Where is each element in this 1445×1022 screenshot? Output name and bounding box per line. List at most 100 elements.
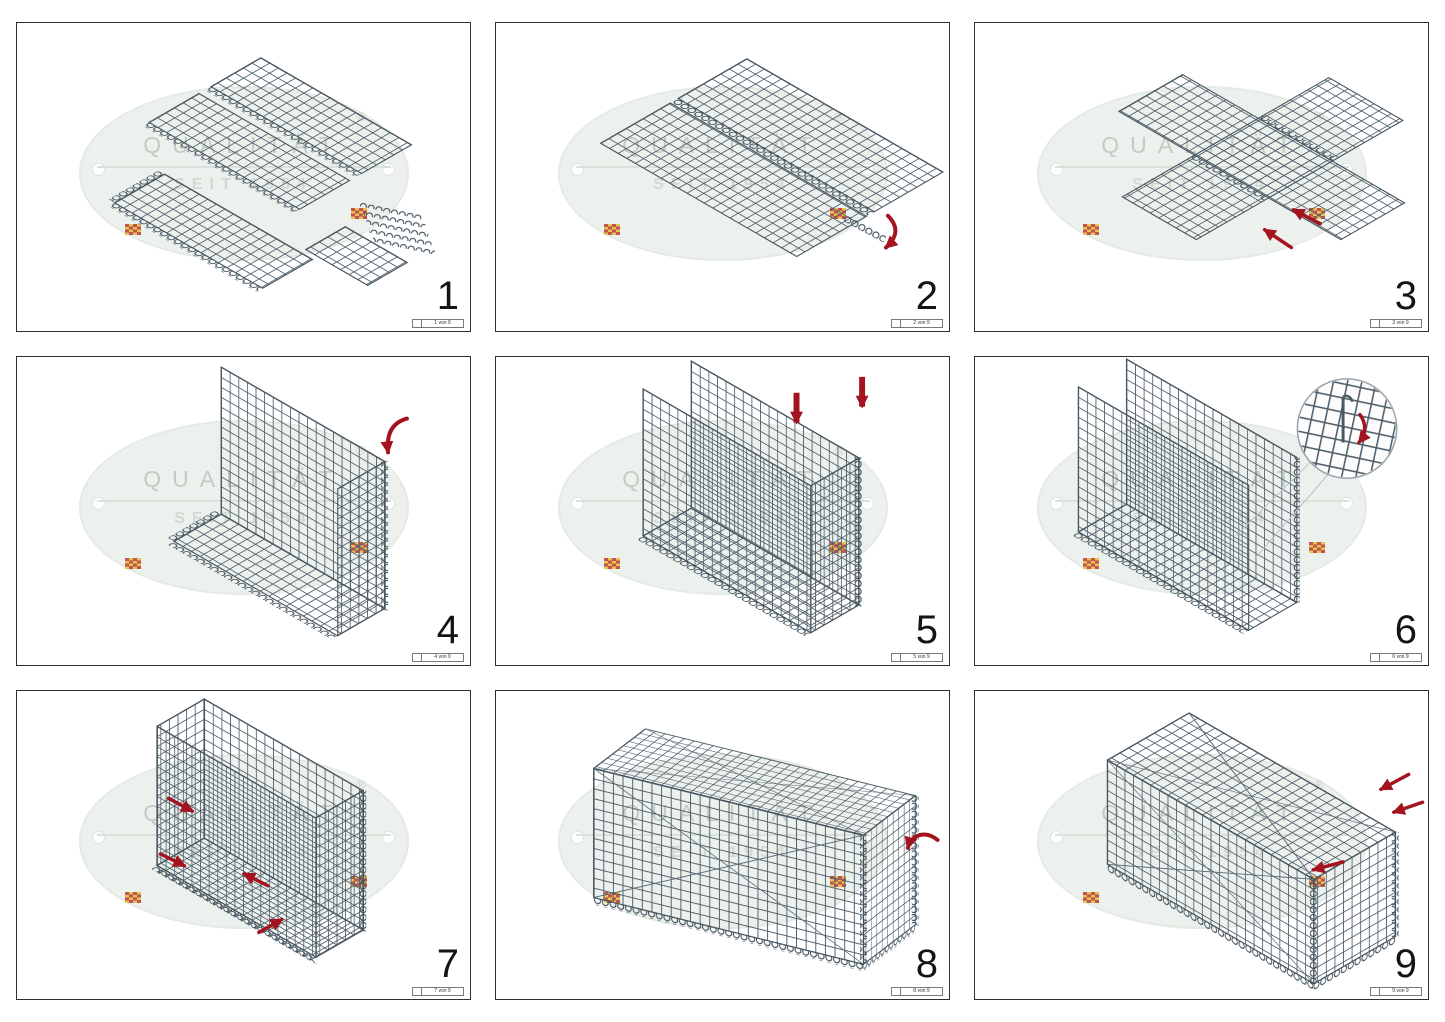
- step-number: 3: [1394, 274, 1417, 318]
- red-arrow-icon: [1311, 860, 1345, 874]
- red-arrow-icon: [166, 796, 195, 813]
- step-number: 8: [915, 942, 938, 986]
- corner-spiral: [911, 795, 919, 926]
- sheet-label-cell: [1371, 654, 1380, 661]
- step-number: 6: [1394, 608, 1417, 652]
- step-4-drawing: [167, 365, 409, 640]
- sheet-label-text: 3 von 9: [1392, 320, 1409, 326]
- step-3-drawing: [1117, 74, 1406, 250]
- red-arrow-icon: [883, 213, 899, 250]
- flat-mesh-sheet-bottom: [108, 170, 314, 292]
- assembly-step-3: ® QUALITÄT SEIT 1954 3 3 von 9: [974, 22, 1429, 332]
- cross-unfolded-mesh: [1117, 74, 1406, 241]
- step-7-drawing: [150, 697, 367, 965]
- sheet-label: 2 von 9: [891, 319, 943, 328]
- sheet-label: 9 von 9: [1370, 987, 1422, 996]
- front-wall-mesh: [1077, 385, 1250, 632]
- brand-flag-icon: [1082, 558, 1099, 569]
- spiral-rods: [359, 201, 436, 255]
- step-number: 7: [436, 942, 459, 986]
- sheet-label: 7 von 9: [412, 987, 464, 996]
- joined-mesh-sheets: [599, 58, 945, 258]
- sheet-label-text: 2 von 9: [913, 320, 930, 326]
- red-arrow-icon: [1262, 227, 1294, 250]
- flat-mesh-sheets-top: [143, 57, 413, 213]
- step-1-drawing: [108, 57, 436, 292]
- red-arrow-icon: [1391, 800, 1425, 815]
- brand-flag-icon: [603, 224, 620, 235]
- brand-flag-icon: [124, 224, 141, 235]
- brand-flag-icon: [124, 892, 141, 903]
- spiral-seam: [1189, 155, 1269, 201]
- sheet-label-text: 8 von 9: [913, 988, 930, 994]
- sheet-label: 5 von 9: [891, 653, 943, 662]
- step-9-drawing: [1106, 712, 1425, 991]
- sheet-label: 4 von 9: [412, 653, 464, 662]
- red-arrow-icon: [380, 416, 409, 455]
- end-wall-mesh: [810, 456, 860, 634]
- registered-mark: ®: [356, 776, 366, 792]
- step-number: 2: [915, 274, 938, 318]
- small-mesh-sheet: [304, 226, 409, 286]
- sheet-label: 3 von 9: [1370, 319, 1422, 328]
- sheet-label-cell: [892, 320, 901, 327]
- sheet-label-cell: [1371, 988, 1380, 995]
- step-number: 5: [915, 608, 938, 652]
- assembly-step-6: ® QUALITÄT SEIT 1954: [974, 356, 1429, 666]
- step-number: 9: [1394, 942, 1417, 986]
- brand-flag-icon: [1082, 892, 1099, 903]
- corner-spiral: [1292, 457, 1300, 603]
- red-arrow-icon: [1291, 208, 1322, 226]
- registered-mark: ®: [1314, 776, 1324, 792]
- assembly-step-4: ® QUALITÄT SEIT 1954 4 4 von 9: [16, 356, 471, 666]
- brand-flag-icon: [1308, 542, 1325, 553]
- step-8-drawing: [592, 728, 940, 972]
- sheet-label-text: 5 von 9: [913, 654, 930, 660]
- corner-spiral: [1391, 832, 1399, 938]
- end-wall-mesh: [337, 460, 386, 637]
- brand-flag-icon: [124, 558, 141, 569]
- brand-flag-icon: [1082, 224, 1099, 235]
- sheet-label-cell: [892, 654, 901, 661]
- red-arrow-icon: [1357, 412, 1371, 445]
- sheet-label: 6 von 9: [1370, 653, 1422, 662]
- step-number: 1: [436, 274, 459, 318]
- spiral-seam: [1258, 115, 1338, 162]
- end-wall-mesh: [863, 794, 916, 972]
- sheet-label-text: 9 von 9: [1392, 988, 1409, 994]
- assembly-step-7: ® QUALITÄT SEIT 1954: [16, 690, 471, 1000]
- sheet-label-cell: [413, 320, 422, 327]
- step-number: 4: [436, 608, 459, 652]
- sheet-label-cell: [892, 988, 901, 995]
- red-arrow-icon: [1379, 772, 1411, 792]
- spiral-piece: [842, 214, 887, 243]
- corner-spiral: [855, 457, 863, 607]
- sheet-label: 8 von 9: [891, 987, 943, 996]
- spiral-seam: [670, 98, 876, 217]
- sheet-label-text: 6 von 9: [1392, 654, 1409, 660]
- assembly-step-5: ® QUALITÄT SEIT 1954 5: [495, 356, 950, 666]
- step-6-drawing: [1072, 358, 1398, 634]
- brand-flag-icon: [350, 208, 367, 219]
- corner-spiral: [381, 461, 389, 611]
- red-arrow-icon: [904, 832, 940, 850]
- right-end-wall-mesh: [315, 789, 364, 958]
- sheet-label-cell: [1371, 320, 1380, 327]
- corner-spiral: [359, 790, 367, 932]
- red-arrow-icon: [257, 917, 284, 935]
- corner-spiral: [860, 835, 867, 966]
- sheet-label: 1 von 9: [412, 319, 464, 328]
- front-wall-mesh: [156, 725, 317, 965]
- sheet-label-text: 1 von 9: [434, 320, 451, 326]
- sheet-label-cell: [413, 654, 422, 661]
- step-2-drawing: [599, 58, 945, 258]
- assembly-step-2: ® QUALITÄT SEIT 1954 2 2 von 9: [495, 22, 950, 332]
- red-arrow-icon: [242, 872, 270, 888]
- leader-line: [1235, 461, 1330, 560]
- red-arrow-icon: [158, 852, 187, 868]
- sheet-label-cell: [413, 988, 422, 995]
- sheet-label-text: 4 von 9: [434, 654, 451, 660]
- assembly-step-8: ® QUALITÄT SEIT 1954 8: [495, 690, 950, 1000]
- brand-flag-icon: [603, 558, 620, 569]
